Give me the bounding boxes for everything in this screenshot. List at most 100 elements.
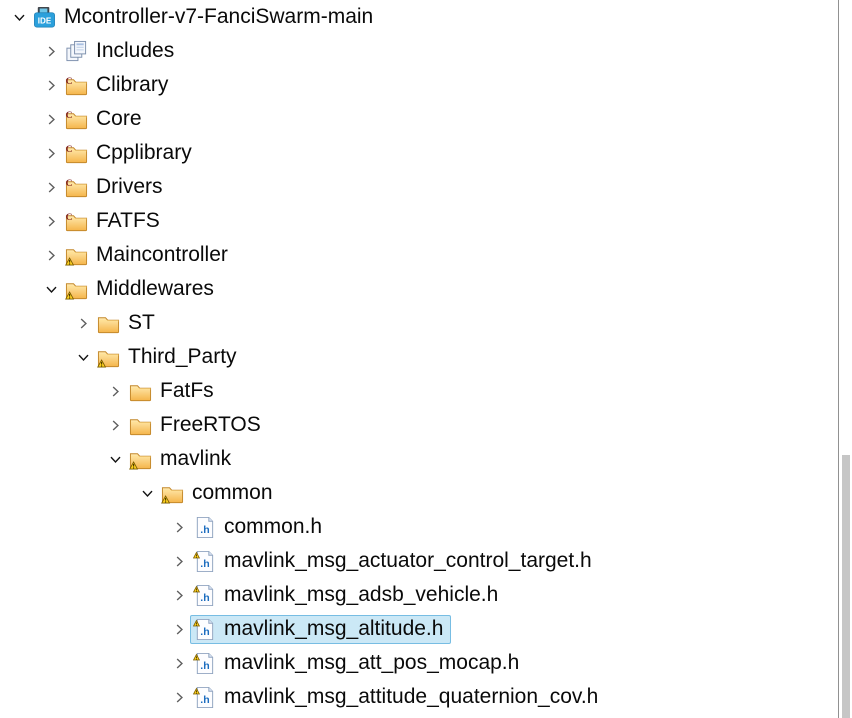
- tree-item-mavlink-msg-attitude-quaternion-cov-h[interactable]: mavlink_msg_attitude_quaternion_cov.h: [0, 680, 838, 714]
- folder-warning-icon: [129, 448, 152, 471]
- c-folder-icon: [65, 74, 88, 97]
- chevron-right-icon[interactable]: [168, 516, 190, 538]
- tree-item-label: common.h: [224, 514, 323, 538]
- tree-item-content: Core: [62, 105, 150, 134]
- chevron-down-icon[interactable]: [136, 482, 158, 504]
- tree-item-content: FreeRTOS: [126, 411, 269, 440]
- tree-item-maincontroller[interactable]: Maincontroller: [0, 238, 838, 272]
- tree-item-content: Maincontroller: [62, 241, 236, 270]
- tree-item-content: ST: [94, 309, 163, 338]
- tree-item-freertos[interactable]: FreeRTOS: [0, 408, 838, 442]
- tree-item-fatfs[interactable]: FatFs: [0, 374, 838, 408]
- c-folder-icon: [65, 108, 88, 131]
- tree-item-mavlink-msg-adsb-vehicle-h[interactable]: mavlink_msg_adsb_vehicle.h: [0, 578, 838, 612]
- chevron-right-icon[interactable]: [168, 550, 190, 572]
- tree-item-label: mavlink_msg_attitude_quaternion_cov.h: [224, 684, 599, 708]
- c-folder-icon: [65, 210, 88, 233]
- tree-item-core[interactable]: Core: [0, 102, 838, 136]
- tree-item-clibrary[interactable]: Clibrary: [0, 68, 838, 102]
- tree-item-label: Includes: [96, 38, 175, 62]
- tree-item-label: Cpplibrary: [96, 140, 192, 164]
- tree-item-label: Drivers: [96, 174, 163, 198]
- c-folder-icon: [65, 176, 88, 199]
- folder-warning-icon: [161, 482, 184, 505]
- tree-item-label: Core: [96, 106, 142, 130]
- tree-item-includes[interactable]: Includes: [0, 34, 838, 68]
- tree-item-content: Clibrary: [62, 71, 176, 100]
- chevron-right-icon[interactable]: [40, 176, 62, 198]
- tree-item-mavlink-msg-altitude-h[interactable]: mavlink_msg_altitude.h: [0, 612, 838, 646]
- tree-item-content: Includes: [62, 37, 182, 66]
- chevron-down-icon[interactable]: [104, 448, 126, 470]
- h-file-warning-icon: [193, 652, 216, 675]
- tree-item-content: mavlink_msg_altitude.h: [190, 614, 452, 644]
- chevron-right-icon[interactable]: [72, 312, 94, 334]
- tree-item-common[interactable]: common: [0, 476, 838, 510]
- tree-item-content: mavlink_msg_actuator_control_target.h: [190, 547, 600, 576]
- tree-item-content: FatFs: [126, 377, 222, 406]
- tree-item-st[interactable]: ST: [0, 306, 838, 340]
- tree-item-label: Third_Party: [128, 344, 237, 368]
- h-file-warning-icon: [193, 584, 216, 607]
- chevron-right-icon[interactable]: [104, 380, 126, 402]
- chevron-right-icon[interactable]: [40, 40, 62, 62]
- tree-item-content: FATFS: [62, 207, 168, 236]
- project-ide-icon: [33, 6, 56, 29]
- tree-item-cpplibrary[interactable]: Cpplibrary: [0, 136, 838, 170]
- tree-item-label: common: [192, 480, 273, 504]
- folder-warning-icon: [65, 244, 88, 267]
- chevron-right-icon[interactable]: [40, 74, 62, 96]
- tree-item-content: Mcontroller-v7-FanciSwarm-main: [30, 3, 381, 32]
- tree-item-content: Third_Party: [94, 343, 245, 372]
- chevron-right-icon[interactable]: [168, 686, 190, 708]
- scrollbar-thumb[interactable]: [842, 455, 850, 718]
- tree-item-content: common: [158, 479, 281, 508]
- tree-item-mavlink-msg-actuator-control-target-h[interactable]: mavlink_msg_actuator_control_target.h: [0, 544, 838, 578]
- tree-item-content: mavlink_msg_att_pos_mocap.h: [190, 649, 527, 678]
- chevron-down-icon[interactable]: [8, 6, 30, 28]
- tree-item-fatfs[interactable]: FATFS: [0, 204, 838, 238]
- chevron-right-icon[interactable]: [40, 108, 62, 130]
- tree-item-label: FreeRTOS: [160, 412, 261, 436]
- tree-item-label: Clibrary: [96, 72, 169, 96]
- tree-item-content: common.h: [190, 513, 330, 542]
- tree-item-label: mavlink_msg_actuator_control_target.h: [224, 548, 592, 572]
- chevron-right-icon[interactable]: [168, 618, 190, 640]
- tree-item-mavlink[interactable]: mavlink: [0, 442, 838, 476]
- chevron-down-icon[interactable]: [72, 346, 94, 368]
- chevron-right-icon[interactable]: [40, 142, 62, 164]
- folder-icon: [129, 414, 152, 437]
- vertical-scrollbar[interactable]: [838, 0, 852, 718]
- h-file-warning-icon: [193, 550, 216, 573]
- folder-warning-icon: [65, 278, 88, 301]
- tree-item-content: mavlink: [126, 445, 239, 474]
- h-file-icon: [193, 516, 216, 539]
- tree-item-third-party[interactable]: Third_Party: [0, 340, 838, 374]
- tree-item-label: mavlink: [160, 446, 232, 470]
- chevron-right-icon[interactable]: [40, 244, 62, 266]
- chevron-right-icon[interactable]: [168, 652, 190, 674]
- folder-warning-icon: [97, 346, 120, 369]
- tree-item-content: mavlink_msg_attitude_quaternion_cov.h: [190, 683, 606, 712]
- chevron-right-icon[interactable]: [168, 584, 190, 606]
- tree-item-middlewares[interactable]: Middlewares: [0, 272, 838, 306]
- chevron-down-icon[interactable]: [40, 278, 62, 300]
- tree-item-content: Middlewares: [62, 275, 222, 304]
- tree-item-mcontroller-v7-fanciswarm-main[interactable]: Mcontroller-v7-FanciSwarm-main: [0, 0, 838, 34]
- tree-item-label: Mcontroller-v7-FanciSwarm-main: [64, 4, 374, 28]
- tree-item-label: Maincontroller: [96, 242, 228, 266]
- chevron-right-icon[interactable]: [104, 414, 126, 436]
- folder-icon: [97, 312, 120, 335]
- includes-icon: [65, 40, 88, 63]
- tree-item-content: Cpplibrary: [62, 139, 200, 168]
- h-file-warning-icon: [193, 618, 216, 641]
- tree-item-common-h[interactable]: common.h: [0, 510, 838, 544]
- tree-item-drivers[interactable]: Drivers: [0, 170, 838, 204]
- tree-item-label: FATFS: [96, 208, 160, 232]
- c-folder-icon: [65, 142, 88, 165]
- chevron-right-icon[interactable]: [40, 210, 62, 232]
- tree-item-label: mavlink_msg_altitude.h: [224, 616, 444, 640]
- tree-item-label: mavlink_msg_adsb_vehicle.h: [224, 582, 499, 606]
- tree-item-mavlink-msg-att-pos-mocap-h[interactable]: mavlink_msg_att_pos_mocap.h: [0, 646, 838, 680]
